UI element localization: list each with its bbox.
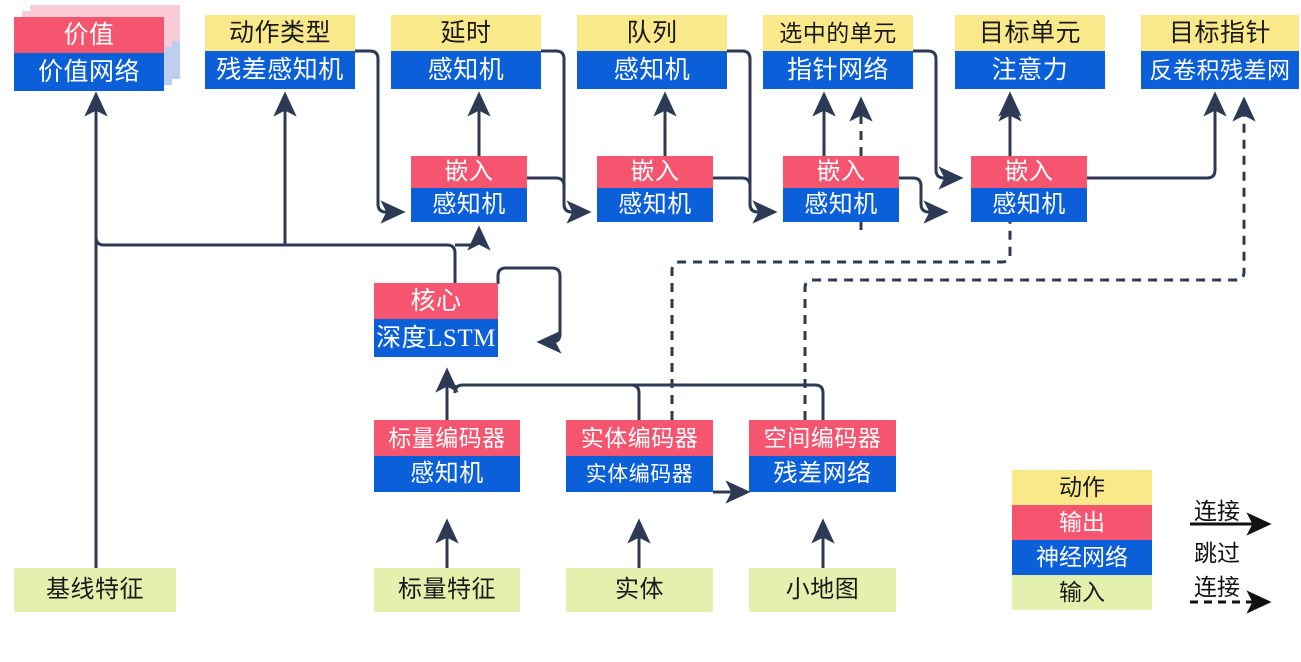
node-embed-3-top: 嵌入 bbox=[783, 156, 899, 188]
node-delay[interactable]: 延时 感知机 bbox=[391, 15, 541, 89]
node-embed-4-bottom: 感知机 bbox=[971, 188, 1087, 222]
node-scalar-encoder[interactable]: 标量编码器 感知机 bbox=[374, 420, 520, 492]
node-spatial-encoder[interactable]: 空间编码器 残差网络 bbox=[749, 420, 896, 492]
node-core-bottom: 深度LSTM bbox=[374, 319, 498, 357]
node-entity-encoder[interactable]: 实体编码器 实体编码器 bbox=[566, 420, 713, 492]
node-input-entity[interactable]: 实体 bbox=[566, 568, 713, 612]
node-action-type[interactable]: 动作类型 残差感知机 bbox=[205, 15, 355, 89]
node-input-minimap[interactable]: 小地图 bbox=[749, 568, 896, 612]
node-input-minimap-label: 小地图 bbox=[749, 568, 896, 612]
node-scalar-encoder-bottom: 感知机 bbox=[374, 456, 520, 492]
node-embed-2[interactable]: 嵌入 感知机 bbox=[597, 156, 713, 222]
edge-core-up-joint bbox=[455, 245, 463, 253]
edge-skip-hidden bbox=[853, 222, 861, 420]
node-input-scalar-label: 标量特征 bbox=[374, 568, 520, 612]
node-entity-encoder-top: 实体编码器 bbox=[566, 420, 713, 456]
legend-swatch-network: 神经网络 bbox=[1012, 540, 1152, 575]
edge-embed1-to-embed2 bbox=[527, 176, 588, 214]
node-queue-top: 队列 bbox=[577, 15, 727, 51]
edge-selected-to-embed4 bbox=[913, 49, 964, 190]
node-embed-2-top: 嵌入 bbox=[597, 156, 713, 188]
node-target-unit-bottom: 注意力 bbox=[955, 51, 1105, 89]
node-delay-bottom: 感知机 bbox=[391, 51, 541, 89]
node-input-entity-label: 实体 bbox=[566, 568, 713, 612]
edge-embed3-to-embed4 bbox=[899, 176, 949, 224]
legend-swatch-action: 动作 bbox=[1012, 470, 1152, 505]
node-target-point[interactable]: 目标指针 反卷积残差网 bbox=[1141, 15, 1299, 89]
legend-label-skip-line1: 跳过 bbox=[1194, 541, 1240, 566]
edge-skip-entity-to-target-unit bbox=[670, 96, 1022, 420]
edge-core-to-left-bus bbox=[94, 236, 457, 283]
node-scalar-encoder-top: 标量编码器 bbox=[374, 420, 520, 456]
edge-skip-spatial-to-target-point bbox=[803, 96, 1256, 420]
node-value[interactable]: 价值 价值网络 bbox=[14, 17, 164, 91]
node-value-bottom: 价值网络 bbox=[14, 53, 164, 91]
node-entity-encoder-bottom: 实体编码器 bbox=[566, 456, 713, 492]
node-embed-4-top: 嵌入 bbox=[971, 156, 1087, 188]
node-selected-units-bottom: 指针网络 bbox=[763, 51, 913, 89]
node-selected-units-top: 选中的单元 bbox=[763, 15, 913, 51]
node-target-unit[interactable]: 目标单元 注意力 bbox=[955, 15, 1105, 89]
node-selected-units[interactable]: 选中的单元 指针网络 bbox=[763, 15, 913, 89]
node-embed-1-bottom: 感知机 bbox=[411, 188, 527, 222]
edge-embed2-to-embed3 bbox=[713, 176, 774, 214]
legend-label-skip-line2: 连接 bbox=[1194, 575, 1240, 600]
node-target-unit-top: 目标单元 bbox=[955, 15, 1105, 51]
node-embed-4[interactable]: 嵌入 感知机 bbox=[971, 156, 1087, 222]
node-embed-1[interactable]: 嵌入 感知机 bbox=[411, 156, 527, 222]
edge-skip-corner bbox=[672, 262, 680, 270]
node-delay-top: 延时 bbox=[391, 15, 541, 51]
edge-core-self-loop bbox=[496, 266, 562, 354]
node-core-top: 核心 bbox=[374, 283, 498, 319]
legend-swatch-output: 输出 bbox=[1012, 505, 1152, 540]
node-input-baseline-label: 基线特征 bbox=[14, 568, 176, 612]
legend-swatch-input: 输入 bbox=[1012, 575, 1152, 610]
node-core[interactable]: 核心 深度LSTM bbox=[374, 283, 498, 357]
legend-swatches: 动作 输出 神经网络 输入 bbox=[1012, 470, 1152, 610]
node-queue-bottom: 感知机 bbox=[577, 51, 727, 89]
edge-spatial-enc-to-bus bbox=[463, 383, 825, 420]
node-action-type-bottom: 残差感知机 bbox=[205, 51, 355, 89]
edge-bus-hidden bbox=[1, 385, 455, 420]
node-queue[interactable]: 队列 感知机 bbox=[577, 15, 727, 89]
node-value-top: 价值 bbox=[14, 17, 164, 53]
node-input-scalar[interactable]: 标量特征 bbox=[374, 568, 520, 612]
node-input-baseline[interactable]: 基线特征 bbox=[14, 568, 176, 612]
legend-edge-styles: 连接 跳过 连接 bbox=[1180, 470, 1300, 610]
node-embed-3-bottom: 感知机 bbox=[783, 188, 899, 222]
node-embed-1-top: 嵌入 bbox=[411, 156, 527, 188]
node-spatial-encoder-top: 空间编码器 bbox=[749, 420, 896, 456]
edge-core-to-embed1 bbox=[455, 225, 491, 251]
edge-entity-enc-to-bus bbox=[453, 383, 641, 420]
legend-label-connection: 连接 bbox=[1194, 499, 1240, 524]
node-embed-2-bottom: 感知机 bbox=[597, 188, 713, 222]
node-target-point-bottom: 反卷积残差网 bbox=[1141, 51, 1299, 89]
node-spatial-encoder-bottom: 残差网络 bbox=[749, 456, 896, 492]
node-target-point-top: 目标指针 bbox=[1141, 15, 1299, 51]
node-embed-3[interactable]: 嵌入 感知机 bbox=[783, 156, 899, 222]
node-action-type-top: 动作类型 bbox=[205, 15, 355, 51]
